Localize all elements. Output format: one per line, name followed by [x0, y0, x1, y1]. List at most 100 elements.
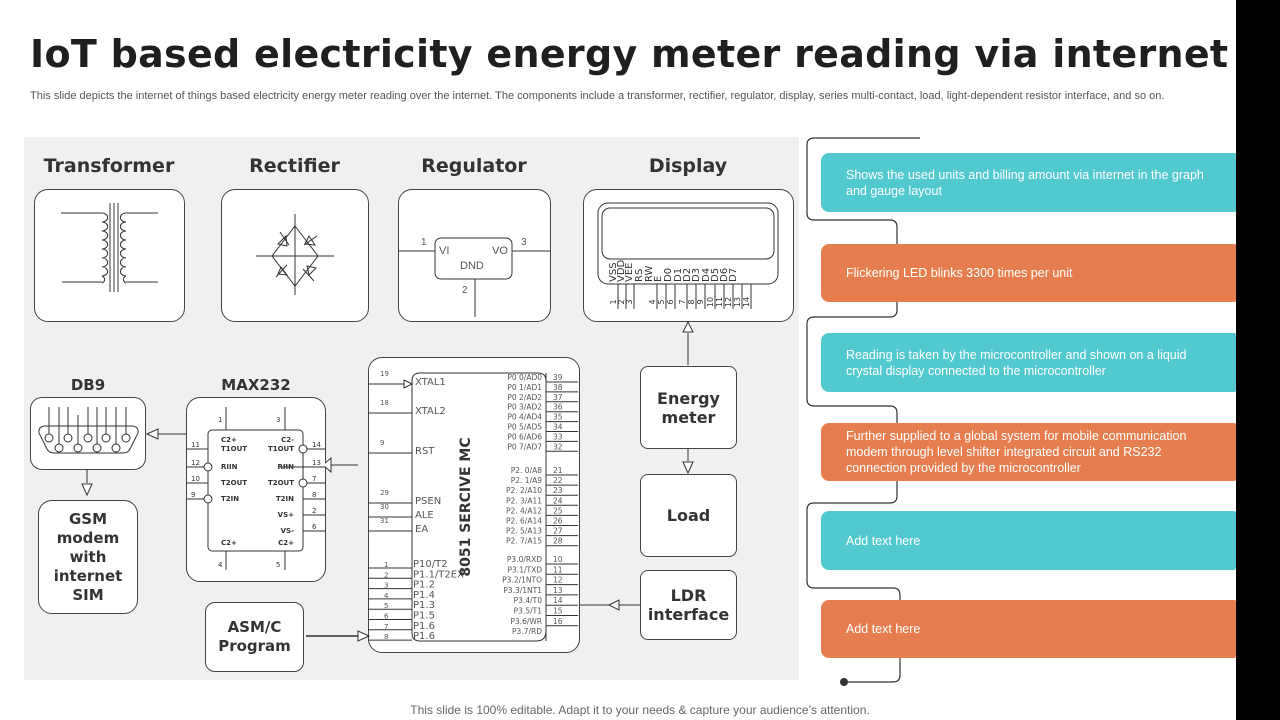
lcd-pin-number: 5 [657, 299, 666, 304]
max232-pin-label: C2+ [278, 539, 294, 547]
mcu-pin-number: 3 [384, 582, 388, 590]
lcd-pin-label: D2 [682, 268, 693, 282]
step-card-2: Flickering LED blinks 3300 times per uni… [821, 244, 1241, 302]
max232-pin-number: 8 [312, 491, 316, 499]
regulator-label: Regulator [421, 155, 527, 177]
max232-pin-label: T1OUT [268, 445, 294, 453]
mcu-pin-number: 4 [384, 592, 389, 600]
lcd-pin-label: D5 [710, 268, 721, 282]
ldr-label-1: LDR [670, 586, 707, 605]
max232-pin-number: 2 [312, 507, 316, 515]
arrow-energy-to-display [682, 321, 694, 365]
max232-pin-number: 6 [312, 523, 317, 531]
mcu-pin-number: 39 [553, 373, 563, 382]
step-card-3: Reading is taken by the microcontroller … [821, 333, 1241, 392]
mcu-pin-label: P0 4/AD4 [507, 413, 542, 422]
ldr-interface-block: LDR interface [640, 570, 737, 640]
mcu-pin-number: 22 [553, 476, 563, 485]
db9-connector-icon [38, 407, 139, 454]
lcd-pin-label: VSS [608, 262, 619, 282]
lcd-pin-label: D4 [701, 268, 712, 282]
regulator-vi: VI [439, 245, 450, 257]
lcd-pin-number: 2 [617, 299, 626, 304]
db9-label: DB9 [70, 376, 106, 394]
mcu-pin-label: P1.1/T2EX [413, 569, 464, 580]
db9-block [30, 397, 146, 470]
max232-pin-number: 14 [312, 441, 321, 449]
display-label: Display [648, 155, 728, 177]
arrow-input-to-max232 [325, 456, 358, 474]
regulator-block: 1 VI VO 3 DND 2 [398, 189, 551, 322]
lcd-pin-label: RS [634, 269, 645, 282]
max232-pin-label: VS+ [278, 511, 294, 519]
mcu-pin-number: 24 [553, 496, 563, 505]
max232-pin-number: 11 [191, 441, 200, 449]
load-block: Load [640, 474, 737, 557]
mcu-pin-label: P3.5/T1 [514, 607, 543, 616]
mcu-pin-label: P3.0/RXD [507, 555, 542, 564]
energy-meter-block: Energy meter [640, 366, 737, 449]
mcu-pin-label: P3.3/1NT1 [503, 586, 542, 595]
mcu-pin-number: 31 [380, 517, 389, 525]
lcd-pin-number: 10 [706, 297, 715, 307]
lcd-pin-label: D0 [663, 268, 674, 282]
gsm-label-3: with [69, 547, 107, 566]
asm-label-1: ASM/C [227, 618, 282, 636]
max232-pin-number: 1 [218, 416, 222, 424]
mcu-pin-label: P3.1/TXD [508, 565, 543, 574]
mcu-pin-number: 10 [553, 555, 563, 564]
lcd-pin-number: 6 [666, 299, 675, 304]
max232-pin-label: T2OUT [221, 479, 247, 487]
mcu-pin-label: P10/T2 [413, 559, 448, 570]
mcu-pin-number: 14 [553, 596, 563, 605]
mcu-pin-label: P1.2 [413, 580, 435, 591]
max232-pin-label: T1OUT [221, 445, 247, 453]
mcu-pin-label: P2. 7/A15 [506, 537, 542, 546]
mcu-pin-number: 16 [553, 617, 563, 626]
transformer-label: Transformer [43, 155, 175, 177]
regulator-pin-1: 1 [421, 237, 427, 248]
lcd-pin-label: VDD [616, 259, 627, 282]
mcu-pin-number: 7 [384, 623, 388, 631]
mcu-name-label: 8051 SERCIVE MC [458, 437, 474, 576]
lcd-pin-number: 7 [678, 299, 687, 304]
step-card-4: Further supplied to a global system for … [821, 423, 1241, 481]
mcu-pin-number: 27 [553, 527, 563, 536]
edge-bar [1236, 0, 1280, 720]
step-text: Shows the used units and billing amount … [846, 167, 1204, 198]
step-text: Add text here [846, 533, 921, 548]
max232-pin-number: 9 [191, 491, 195, 499]
mcu-pin-label: P0 1/AD1 [507, 383, 542, 392]
mcu-pin-label: P1.5 [413, 611, 435, 622]
mcu-pin-label: P0 5/AD5 [507, 423, 542, 432]
step-card-5: Add text here [821, 511, 1241, 570]
max232-pin-number: 5 [276, 561, 280, 569]
mcu-pin-number: 6 [384, 613, 389, 621]
mcu-pin-label: P3.4/T0 [514, 596, 543, 605]
energy-meter-label-1: Energy [657, 388, 720, 408]
regulator-pin-2: 2 [462, 285, 468, 296]
gsm-label-2: modem [56, 528, 120, 547]
mcu-pin-number: 1 [384, 561, 388, 569]
lcd-pin-number: 3 [625, 299, 634, 304]
mcu-pin-label: P0 3/AD2 [507, 403, 542, 412]
arrow-max232-to-db9 [146, 428, 187, 440]
ldr-label-2: interface [647, 605, 730, 624]
mcu-pin-number: 30 [380, 503, 389, 511]
mcu-pin-label: P1.3 [413, 600, 435, 611]
max232-pin-number: 13 [312, 459, 321, 467]
page-title: IoT based electricity energy meter readi… [30, 32, 1229, 76]
mcu-pin-number: 32 [553, 442, 563, 451]
mcu-pin-number: 15 [553, 607, 563, 616]
mcu-pin-number: 11 [553, 565, 563, 574]
gsm-label-1: GSM [68, 509, 108, 528]
step-text: Further supplied to a global system for … [846, 429, 1187, 475]
mcu-pin-number: 28 [553, 537, 563, 546]
mcu-pin-number: 33 [553, 432, 563, 441]
asm-c-program-block: ASM/C Program [205, 602, 304, 672]
mcu-pin-label: P0 2/AD2 [507, 393, 542, 402]
